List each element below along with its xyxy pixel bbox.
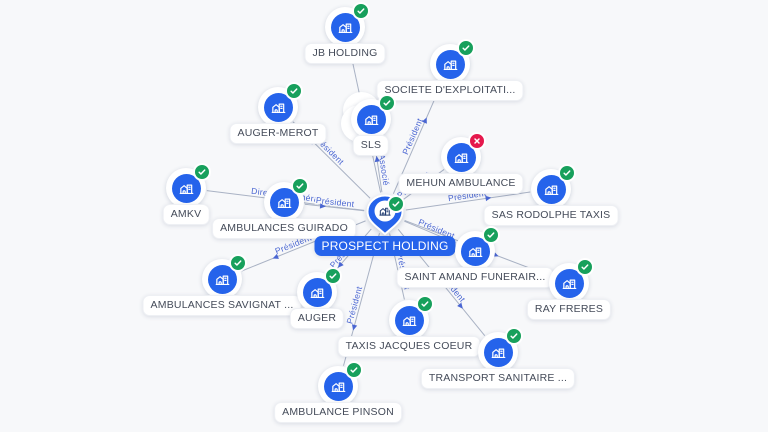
- node-label[interactable]: SLS: [352, 135, 390, 156]
- edge-line: [304, 203, 365, 212]
- closed-cross-icon: [468, 132, 486, 150]
- company-icon: [443, 59, 457, 70]
- node-label[interactable]: AUGER-MEROT: [229, 123, 327, 144]
- company-node-circle: [325, 2, 370, 47]
- company-node-circle: [297, 267, 342, 312]
- edge-label: Président: [344, 285, 364, 325]
- edge-arrow-icon: [351, 324, 358, 331]
- company-icon: [562, 278, 576, 289]
- node-label[interactable]: AMBULANCES SAVIGNAT ...: [142, 295, 302, 316]
- edge-arrow-icon: [421, 117, 427, 124]
- company-icon: [271, 102, 285, 113]
- active-check-icon: [416, 295, 434, 313]
- node-label[interactable]: SAS RODOLPHE TAXIS: [483, 205, 619, 226]
- company-icon: [468, 246, 482, 257]
- active-check-icon: [229, 254, 247, 272]
- edge-arrow-icon: [319, 203, 326, 209]
- node-label[interactable]: AMBULANCE PINSON: [274, 402, 402, 423]
- company-icon: [310, 287, 324, 298]
- active-check-icon: [345, 361, 363, 379]
- company-icon: [379, 207, 391, 216]
- company-icon: [215, 274, 229, 285]
- edge-arrow-icon: [374, 156, 381, 163]
- node-label[interactable]: PROSPECT HOLDING: [314, 236, 456, 256]
- edge-arrow-icon: [485, 195, 492, 202]
- company-icon: [338, 22, 352, 33]
- active-check-icon: [505, 327, 523, 345]
- edge-arrow-icon: [457, 302, 463, 309]
- company-node-circle: [441, 132, 486, 177]
- company-icon: [179, 183, 193, 194]
- active-check-icon: [387, 195, 405, 213]
- company-node-circle: [318, 361, 363, 406]
- node-label[interactable]: TAXIS JACQUES COEUR: [337, 336, 481, 357]
- company-node-circle: [202, 254, 247, 299]
- active-check-icon: [291, 177, 309, 195]
- company-node-circle: [351, 94, 396, 139]
- active-check-icon: [576, 258, 594, 276]
- company-node-circle: [455, 226, 500, 271]
- active-check-icon: [457, 39, 475, 57]
- node-label[interactable]: SAINT AMAND FUNERAIR...: [396, 267, 554, 288]
- company-icon: [331, 381, 345, 392]
- active-check-icon: [193, 163, 211, 181]
- company-icon: [491, 347, 505, 358]
- active-check-icon: [482, 226, 500, 244]
- node-label[interactable]: AMBULANCES GUIRADO: [212, 218, 356, 239]
- node-label[interactable]: SOCIETE D'EXPLOITATI...: [376, 80, 524, 101]
- edge-arrow-icon: [337, 261, 344, 268]
- node-label[interactable]: AMKV: [162, 204, 210, 225]
- active-check-icon: [378, 94, 396, 112]
- node-label[interactable]: JB HOLDING: [304, 43, 386, 64]
- company-icon: [454, 152, 468, 163]
- company-icon: [402, 315, 416, 326]
- active-check-icon: [352, 2, 370, 20]
- company-node-circle: [166, 163, 211, 208]
- node-label[interactable]: RAY FRERES: [526, 299, 612, 320]
- edge-arrow-icon: [272, 253, 279, 259]
- node-label[interactable]: TRANSPORT SANITAIRE ...: [420, 368, 576, 389]
- company-node-circle: [389, 295, 434, 340]
- company-node-circle: [258, 82, 303, 127]
- node-label[interactable]: AUGER: [289, 308, 345, 329]
- active-check-icon: [558, 164, 576, 182]
- active-check-icon: [285, 82, 303, 100]
- active-check-icon: [324, 267, 342, 285]
- node-label[interactable]: MEHUN AMBULANCE: [398, 173, 524, 194]
- company-node-circle: [549, 258, 594, 303]
- company-icon: [364, 114, 378, 125]
- company-node-circle: [478, 327, 523, 372]
- company-node-circle: [264, 177, 309, 222]
- company-node-circle: [430, 39, 475, 84]
- company-node-circle: [531, 164, 576, 209]
- company-icon: [544, 184, 558, 195]
- company-icon: [277, 197, 291, 208]
- edge-line: [405, 191, 531, 211]
